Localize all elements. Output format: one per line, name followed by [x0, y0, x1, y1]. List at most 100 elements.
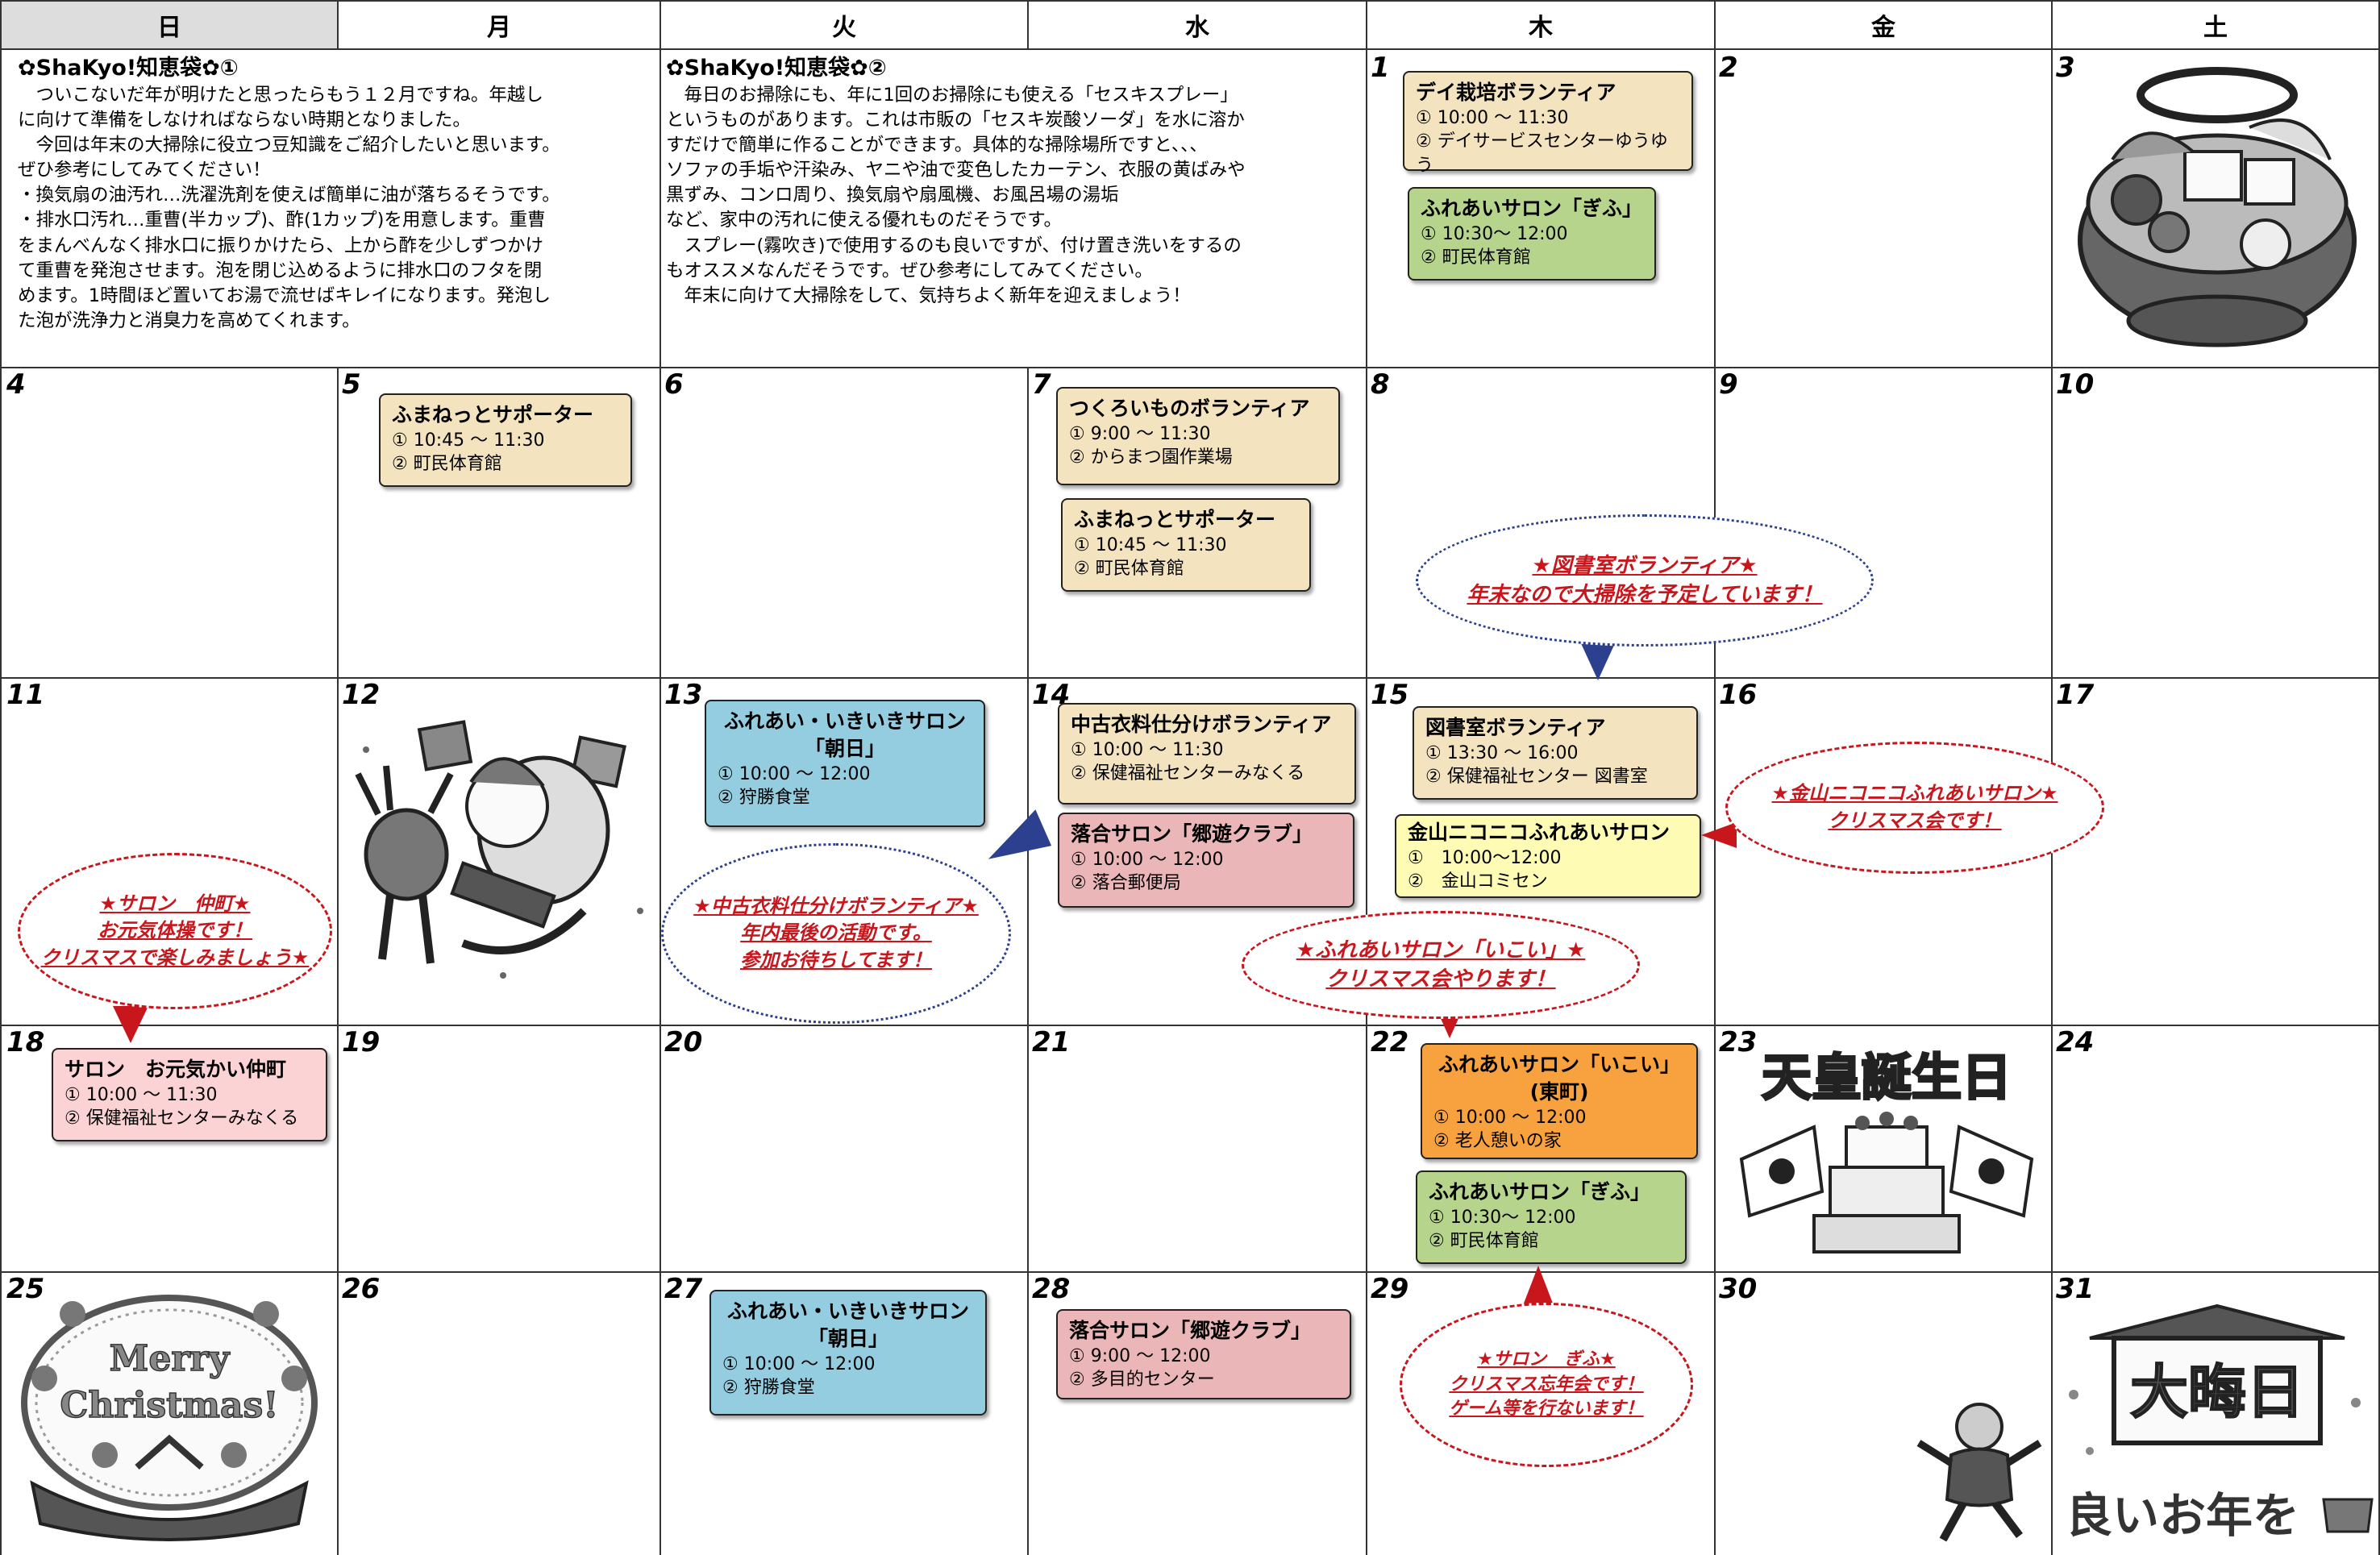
weekday-header-thu: 木 — [1366, 0, 1716, 50]
tips-line: ソファの手垢や汗染み、ヤニや油で変色したカーテン、衣服の黄ばみや — [666, 160, 1246, 181]
tips-line: 毎日のお掃除にも、年に1回のお掃除にも使える「セスキスプレー」 — [666, 85, 1238, 106]
day-number: 10 — [2056, 368, 2095, 401]
event-time: ① 10:30～ 12:00 — [1429, 1207, 1576, 1228]
event-place: ② 狩勝食堂 — [722, 1378, 815, 1399]
day-cell-26: 26 — [337, 1271, 661, 1555]
intro-cell-2 — [659, 50, 1367, 368]
omisoka-text: 大晦日 — [2130, 1358, 2304, 1426]
day-number: 6 — [664, 368, 684, 401]
day-number: 25 — [6, 1273, 45, 1305]
tips-line: すだけで簡単に作ることができます。具体的な掃除場所ですと、、、 — [666, 135, 1208, 156]
tips-line: 今回は年末の大掃除に役立つ豆知識をご紹介したいと思います。 — [18, 135, 560, 156]
event-time: ① 10:00 ～ 11:30 — [1416, 107, 1569, 128]
bubble-line: ★金山ニコニコふれあいサロン★ — [1771, 782, 2058, 805]
bubble-ikoi: ★ふれあいサロン「いこい」★ クリスマス会やります！ — [1242, 911, 1640, 1019]
tips-line: というものがあります。これは市販の「セスキ炭酸ソーダ」を水に溶か — [666, 110, 1245, 131]
bubble-line: クリスマス会です！ — [1828, 809, 2002, 832]
day-number: 27 — [664, 1273, 703, 1305]
day-cell-18: 18 — [0, 1025, 339, 1273]
day-cell-25: 25 — [0, 1271, 339, 1555]
bubble-nakamachi: ★サロン 仲町★ お元気体操です！ クリスマスで楽しみましょう★ — [18, 853, 332, 1009]
event-note-kanayama: 金山ニコニコふれあいサロン ① 10:00～12:00 ② 金山コミセン — [1395, 814, 1701, 898]
emperor-birthday-text: 天皇誕生日 — [1762, 1048, 2012, 1107]
day-number: 23 — [1719, 1026, 1758, 1058]
day-cell-24: 24 — [2051, 1025, 2380, 1273]
event-time: ① 10:00 ～ 11:30 — [64, 1084, 218, 1105]
event-place: ② 町民体育館 — [1429, 1231, 1539, 1252]
day-number: 26 — [342, 1273, 381, 1305]
event-place: ② からまつ園作業場 — [1069, 447, 1233, 468]
day-cell-21: 21 — [1027, 1025, 1367, 1273]
day-cell-4: 4 — [0, 367, 339, 679]
event-title: ふまねっとサポーター — [1074, 508, 1276, 531]
tips-line: ぜひ参考にしてみてください！ — [18, 160, 271, 181]
bubble-line: 年内最後の活動です。 — [740, 921, 932, 945]
event-subtitle: (東町) — [1529, 1079, 1589, 1104]
bubble-line: ★ふれあいサロン「いこい」★ — [1296, 938, 1586, 963]
day-number: 3 — [2056, 52, 2075, 84]
bubble-line: お元気体操です！ — [98, 919, 252, 942]
event-title: ふれあい・いきいきサロン — [723, 709, 966, 733]
event-time: ① 10:00～12:00 — [1408, 847, 1562, 868]
bubble-line: ゲーム等を行ないます！ — [1449, 1399, 1644, 1420]
cake-text-merry: Merry — [110, 1338, 231, 1379]
event-title: 落合サロン「郷遊クラブ」 — [1069, 1319, 1312, 1342]
event-place: ② 保健福祉センターみなくる — [1071, 763, 1305, 784]
tips-line: など、家中の汚れに使える優れものだそうです。 — [666, 210, 1062, 231]
day-number: 11 — [6, 679, 45, 711]
tips-line: て重曹を発泡させます。泡を閉じ込めるように排水口のフタを閉 — [18, 260, 543, 281]
day-number: 19 — [342, 1026, 381, 1058]
day-cell-7: 7 — [1027, 367, 1367, 679]
day-number: 7 — [1032, 368, 1051, 401]
event-note-used-clothing: 中古衣料仕分けボランティア ① 10:00 ～ 11:30 ② 保健福祉センター… — [1058, 703, 1356, 805]
bubble-line: クリスマス忘年会です！ — [1449, 1374, 1644, 1395]
event-time: ① 9:00 ～ 12:00 — [1069, 1345, 1211, 1366]
day-cell-5: 5 — [337, 367, 661, 679]
day-cell-30: 30 — [1714, 1271, 2053, 1555]
tips-title: ✿ShaKyo!知恵袋✿① — [18, 56, 239, 81]
bubble-line: ★サロン ぎふ★ — [1477, 1349, 1616, 1370]
day-number: 5 — [342, 368, 361, 401]
day-cell-23: 23 — [1714, 1025, 2053, 1273]
new-years-eve-illustration: 大晦日 良いお年を — [2066, 1303, 2374, 1543]
emperor-birthday-illustration: 天皇誕生日 — [1739, 1047, 2034, 1254]
bubble-line: ★図書室ボランティア★ — [1532, 553, 1758, 578]
event-place: ② 保健福祉センター 図書室 — [1425, 767, 1648, 788]
event-title: 落合サロン「郷遊クラブ」 — [1071, 822, 1313, 846]
event-note-ikoi: ふれあいサロン「いこい」 (東町) ① 10:00 ～ 12:00 ② 老人憩い… — [1421, 1043, 1698, 1159]
event-subtitle: 「朝日」 — [804, 736, 885, 760]
day-cell-9: 9 — [1714, 367, 2053, 679]
tips-line: ついこないだ年が明けたと思ったらもう１２月ですね。年越し — [18, 85, 543, 106]
event-note-tsukuroimono: つくろいものボランティア ① 9:00 ～ 11:30 ② からまつ園作業場 — [1056, 387, 1340, 485]
christmas-cake-illustration: Merry Christmas! — [21, 1295, 318, 1541]
bubble-line: クリスマス会やります！ — [1325, 967, 1556, 992]
bubble-line: ★サロン 仲町★ — [99, 892, 251, 915]
tips-line: 黒ずみ、コンロ周り、換気扇や扇風機、お風呂場の湯垢 — [666, 185, 1119, 206]
day-cell-29: 29 — [1366, 1271, 1716, 1555]
event-title: サロン お元気かい仲町 — [64, 1058, 287, 1081]
weekday-header-sun: 日 — [0, 0, 339, 50]
event-time: ① 10:30～ 12:00 — [1421, 223, 1568, 244]
weekday-header-fri: 金 — [1714, 0, 2053, 50]
event-place: ② 町民体育館 — [1421, 247, 1531, 268]
weekday-header-wed: 水 — [1027, 0, 1367, 50]
day-number: 21 — [1032, 1026, 1071, 1058]
day-cell-1: 1 — [1366, 50, 1716, 368]
event-title: ふれあいサロン「いこい」 — [1438, 1053, 1680, 1076]
tips-column-2: ✿ShaKyo!知恵袋✿② 毎日のお掃除にも、年に1回のお掃除にも使える「セスキ… — [666, 53, 1359, 309]
event-time: ① 13:30 ～ 16:00 — [1425, 742, 1579, 763]
bubble-line: ★中古衣料仕分けボランティア★ — [693, 894, 979, 917]
intro-cell-1 — [0, 50, 661, 368]
event-title: ふれあいサロン「ぎふ」 — [1421, 197, 1643, 220]
event-time: ① 10:45 ～ 11:30 — [1074, 534, 1227, 555]
event-place: ② 金山コミセン — [1408, 871, 1548, 892]
event-place: ② 多目的センター — [1069, 1370, 1215, 1391]
event-note-salon-gifu-1: ふれあいサロン「ぎふ」 ① 10:30～ 12:00 ② 町民体育館 — [1408, 187, 1656, 281]
day-cell-3: 3 — [2051, 50, 2380, 368]
event-time: ① 10:00 ～ 12:00 — [722, 1353, 876, 1374]
event-time: ① 10:45 ～ 11:30 — [392, 430, 545, 451]
event-note-ochiai-14: 落合サロン「郷遊クラブ」 ① 10:00 ～ 12:00 ② 落合郵便局 — [1058, 813, 1354, 908]
day-cell-31: 31 — [2051, 1271, 2380, 1555]
day-cell-27: 27 — [659, 1271, 1029, 1555]
event-title: ふれあいサロン「ぎふ」 — [1429, 1180, 1651, 1204]
